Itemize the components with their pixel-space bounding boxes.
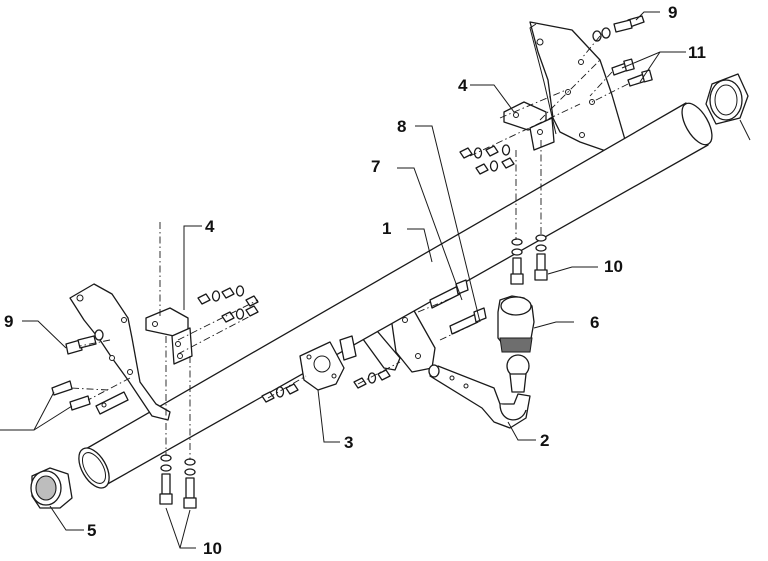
bolt-11-left-upper [51, 380, 73, 396]
callout-4-left: 4 [205, 217, 215, 236]
callout-7: 7 [371, 157, 380, 176]
callout-labels: 1 2 3 4 4 5 6 7 8 9 9 10 10 11 [4, 3, 706, 558]
end-cap-left [30, 467, 73, 509]
ball-cover [497, 295, 535, 353]
tow-ball-neck [428, 364, 531, 429]
callout-1: 1 [382, 219, 391, 238]
left-side-bracket [69, 283, 171, 421]
callout-9-left: 9 [4, 312, 13, 331]
callout-3: 3 [344, 433, 353, 452]
nuts-center-left [261, 383, 299, 403]
small-bracket-left [145, 307, 193, 365]
callout-11: 11 [688, 43, 706, 62]
bolts-10-right [510, 234, 548, 285]
right-side-bracket [529, 21, 629, 159]
bolt-11-left-lower [69, 395, 91, 411]
end-cap-right [705, 73, 749, 125]
bolt-8 [449, 307, 487, 335]
bolt-11-lower [627, 69, 653, 87]
callout-6: 6 [590, 313, 599, 332]
bolt-9-left [65, 329, 104, 355]
nuts-center-right [353, 369, 391, 389]
nuts-right-bracket [459, 144, 515, 175]
bolts-10-left [159, 454, 197, 509]
callout-leaders [0, 11, 751, 549]
nuts-left-bracket [197, 285, 259, 323]
cross-tube [78, 102, 713, 489]
callout-10-bottom: 10 [203, 539, 222, 558]
callout-8: 8 [397, 117, 406, 136]
callout-4-right: 4 [458, 76, 468, 95]
small-bracket-right [503, 101, 555, 151]
callout-10-right: 10 [604, 257, 623, 276]
callout-9-right: 9 [668, 3, 677, 22]
bolt-9-right [592, 15, 645, 42]
callout-2: 2 [540, 431, 549, 450]
socket-plate [299, 335, 357, 391]
assembly-center-lines [69, 35, 629, 460]
tow-ball [506, 354, 530, 393]
callout-5: 5 [87, 521, 96, 540]
